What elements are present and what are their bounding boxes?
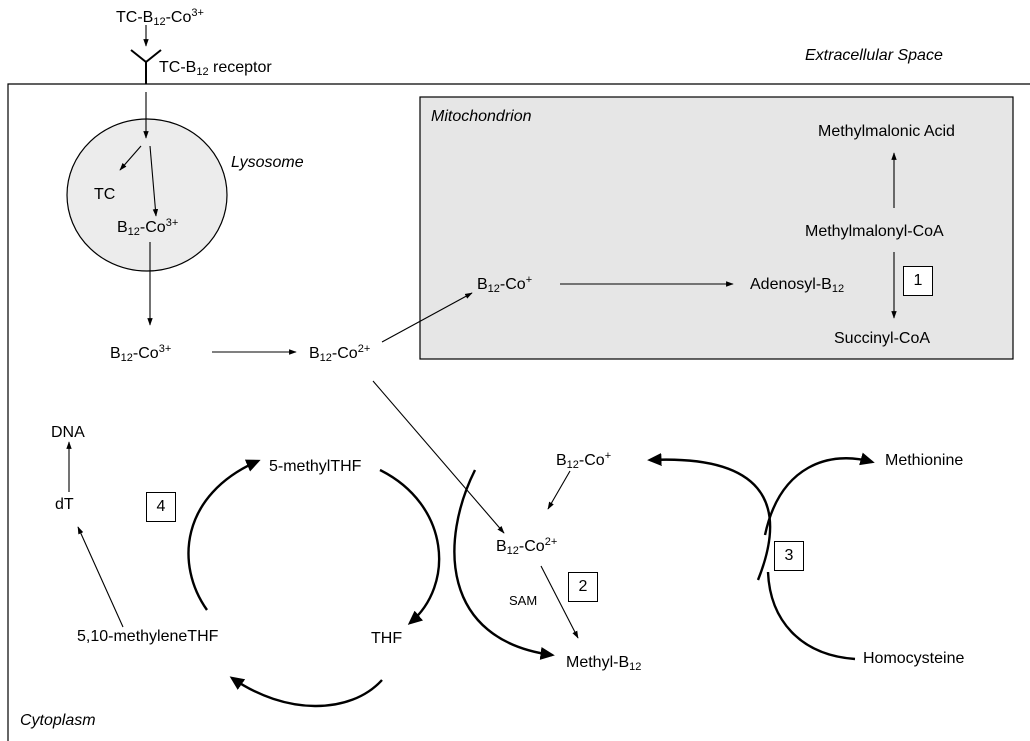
arc-methylene-to-methylthf (187, 459, 261, 611)
tc-b12-co3-label: TC-B12-Co3+ (116, 7, 204, 28)
arrow-to-lys-b12 (149, 145, 159, 217)
tc-label: TC (94, 186, 116, 203)
lysosome-label: Lysosome (231, 154, 304, 171)
arc-from-homocysteine (766, 571, 856, 661)
methyl-b12-label: Methyl-B12 (566, 654, 642, 673)
arc-methylthf-to-thf (379, 468, 441, 625)
cycle-b12-co2-label: B12-Co2+ (496, 536, 558, 557)
arrow-co2-methyl (540, 565, 579, 639)
methyl-thf-label: 5-methylTHF (269, 458, 362, 475)
arc-to-methyl-b12 (453, 469, 555, 660)
arrow-co2-mito (381, 292, 473, 343)
mitochondrion-box (419, 96, 1014, 360)
dna-label: DNA (51, 424, 85, 441)
homocysteine-label: Homocysteine (863, 650, 965, 667)
arc-to-b12-co1 (647, 453, 772, 581)
cell-membrane (7, 83, 1030, 741)
cycle-b12-co1-label: B12-Co+ (556, 450, 612, 471)
arc-to-methionine (763, 452, 875, 536)
arrow-co2-cycle (372, 380, 505, 534)
methylmalonyl-coa-label: Methylmalonyl-CoA (805, 223, 944, 240)
step-1-box: 1 (903, 266, 933, 296)
methylmalonic-acid-label: Methylmalonic Acid (818, 123, 955, 140)
receptor-icon (130, 49, 162, 84)
mito-b12-co1-label: B12-Co+ (477, 274, 533, 295)
step-4-box: 4 (146, 492, 176, 522)
receptor-label: TC-B12 receptor (159, 59, 272, 78)
thf-label: THF (371, 630, 403, 647)
lysosome-b12-label: B12-Co3+ (117, 217, 179, 238)
step-3-box: 3 (774, 541, 804, 571)
cytoplasm-label: Cytoplasm (20, 712, 96, 729)
sam-label: SAM (509, 593, 538, 608)
cyto-b12-co2-label: B12-Co2+ (309, 343, 371, 364)
cyto-b12-co3-label: B12-Co3+ (110, 343, 172, 364)
arrow-to-tc (119, 145, 142, 171)
methylene-thf-label: 5,10-methyleneTHF (77, 628, 219, 645)
extracellular-label: Extracellular Space (805, 47, 943, 64)
mitochondrion-label: Mitochondrion (431, 108, 532, 125)
methionine-label: Methionine (885, 452, 964, 469)
lysosome-ellipse (66, 118, 228, 272)
dt-label: dT (55, 496, 74, 513)
arc-thf-to-methylene (229, 676, 383, 708)
arrow-methylene-dt (77, 526, 124, 628)
adenosyl-b12-label: Adenosyl-B12 (750, 276, 845, 295)
step-2-box: 2 (568, 572, 598, 602)
succinyl-coa-label: Succinyl-CoA (834, 330, 931, 347)
arrow-co1-co2 (547, 470, 571, 510)
